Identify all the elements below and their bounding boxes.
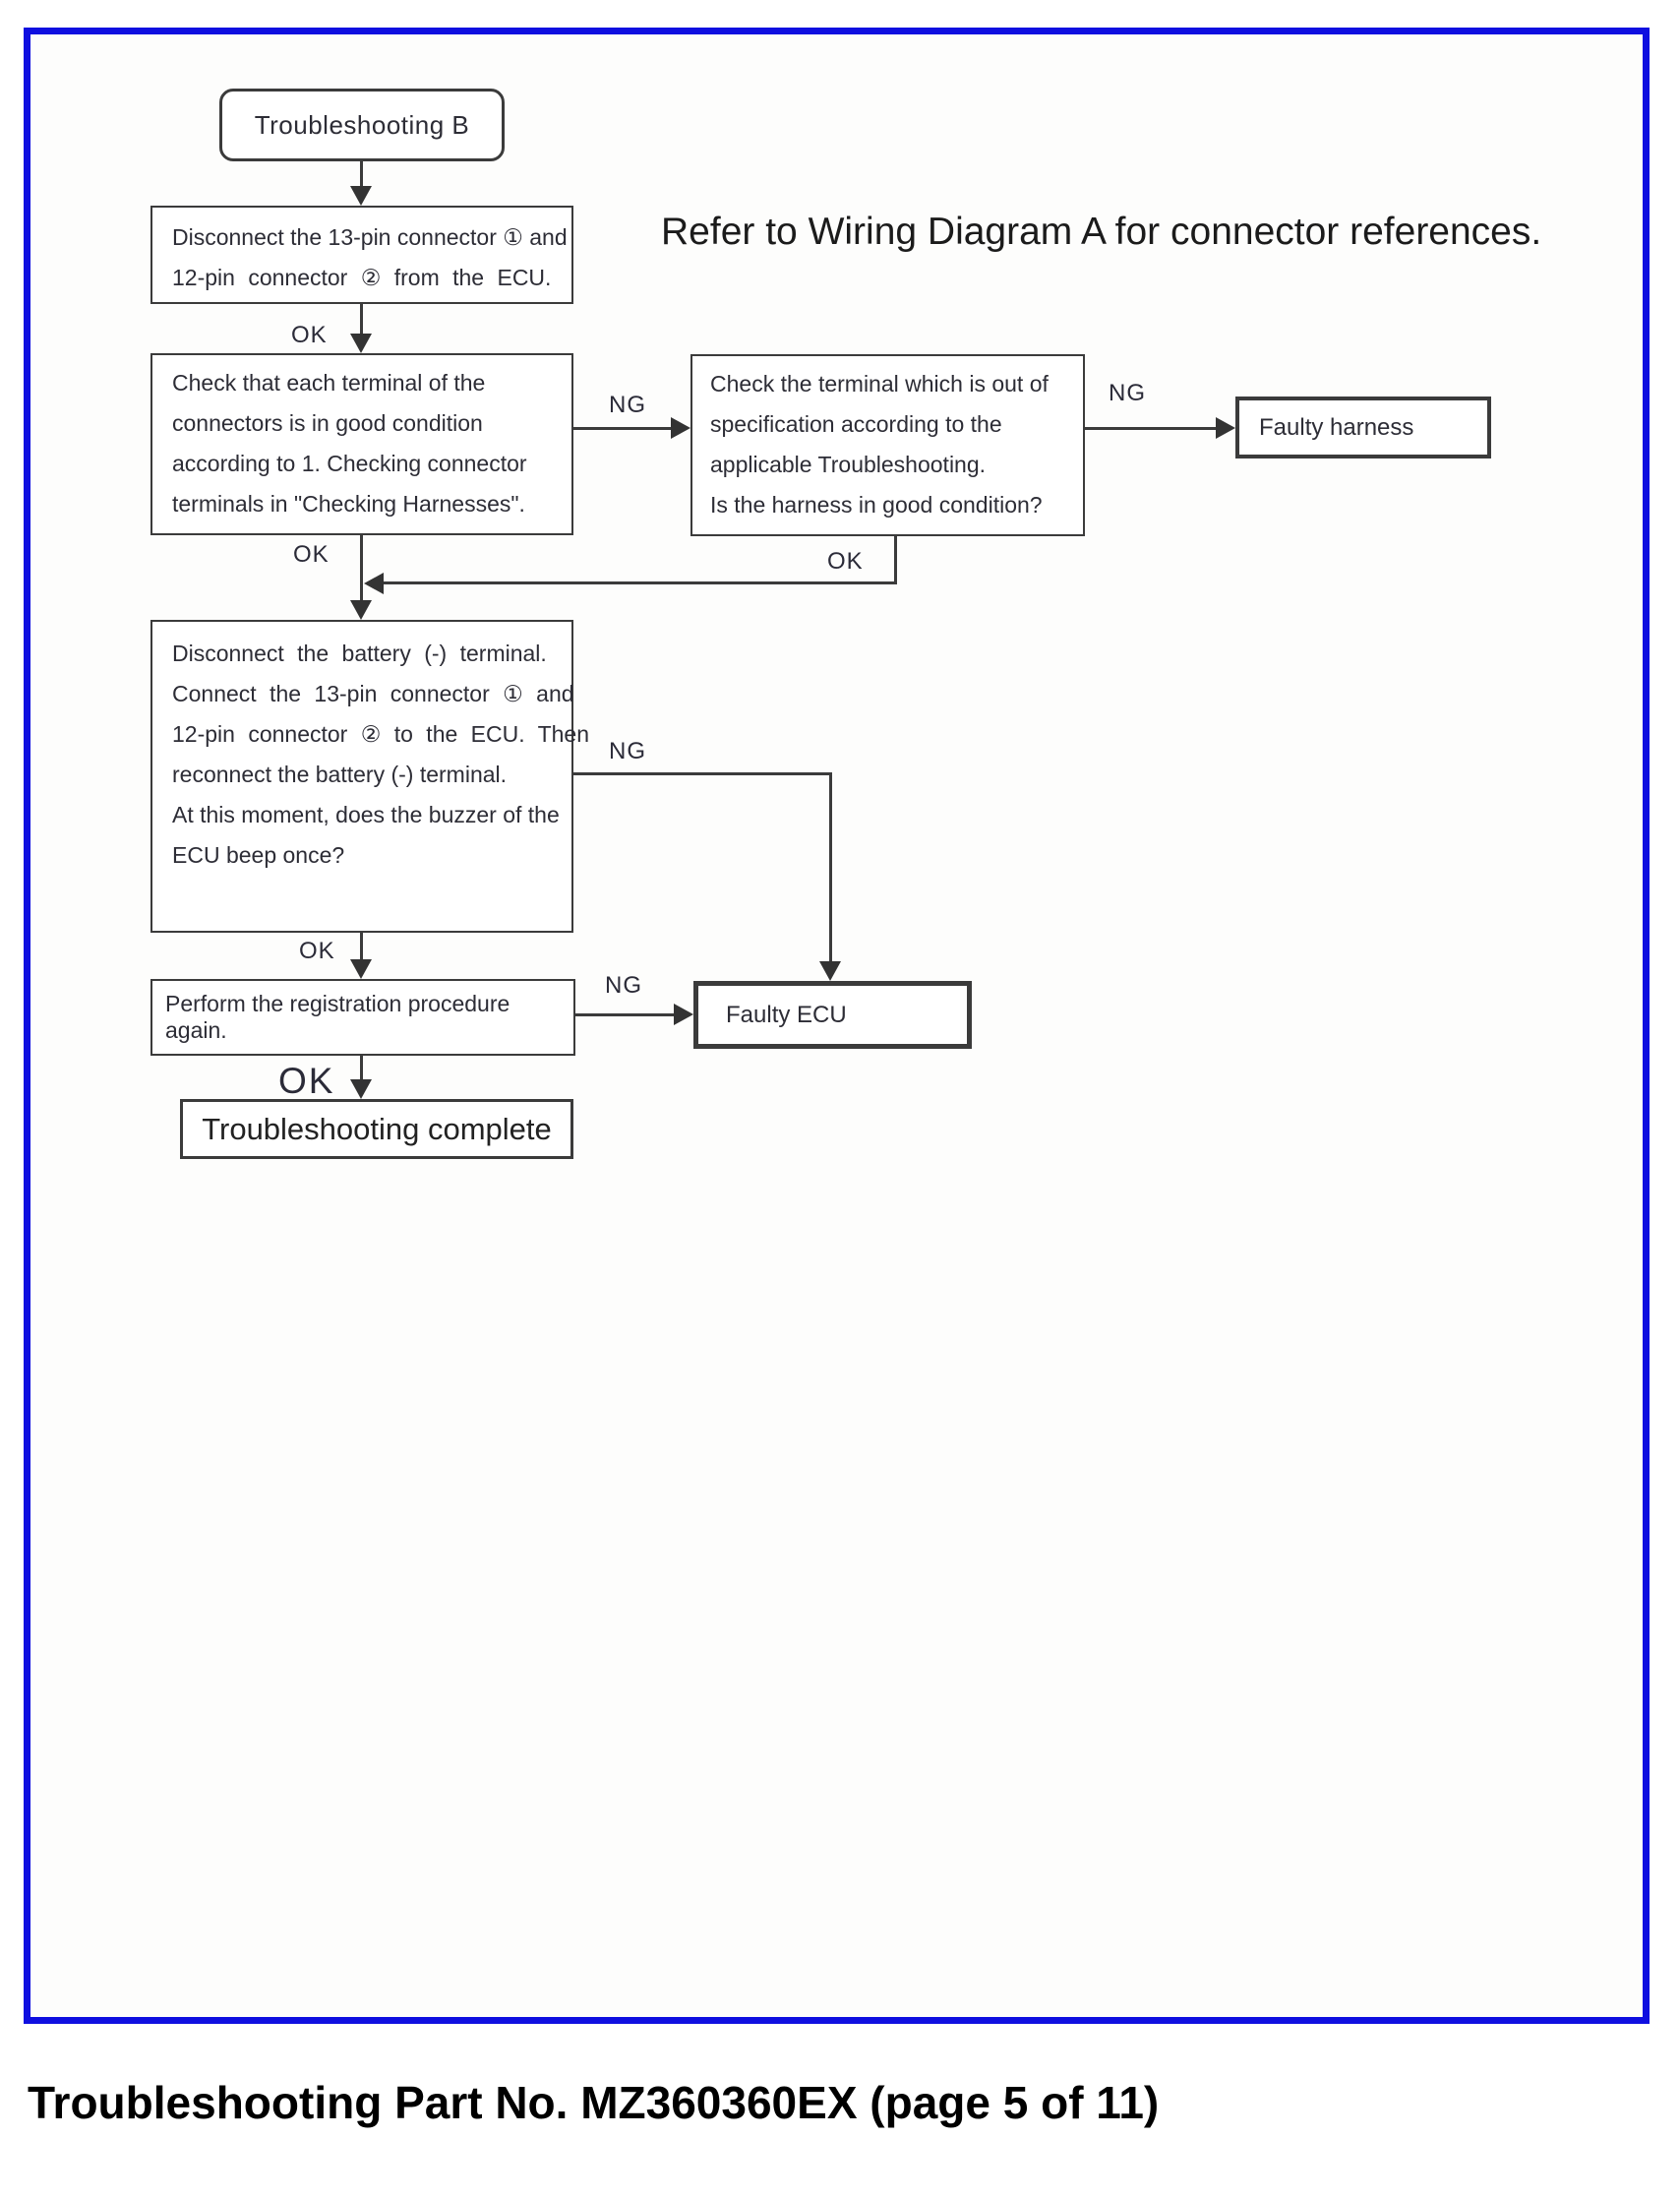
arrowhead-down-icon <box>350 959 372 979</box>
arrowhead-right-icon <box>1216 417 1235 439</box>
connector-line-ng1 <box>573 427 672 430</box>
step-text-line: Check the terminal which is out of <box>710 371 1049 397</box>
result-label: Faulty ECU <box>726 1001 847 1028</box>
step-text-line: At this moment, does the buzzer of the <box>172 802 560 827</box>
ng-label: NG <box>609 392 646 418</box>
step-text-line: connectors is in good condition <box>172 410 483 436</box>
ng-label: NG <box>605 972 642 999</box>
step-text-line: Disconnect the 13-pin connector ① and <box>172 224 568 250</box>
arrowhead-right-icon <box>671 417 690 439</box>
connector-line-ng2 <box>1085 427 1217 430</box>
wiring-diagram-note: Refer to Wiring Diagram A for connector … <box>661 211 1542 253</box>
result-complete: Troubleshooting complete <box>180 1099 573 1159</box>
connector-line-ng4 <box>575 1013 674 1016</box>
step-text-line: terminals in "Checking Harnesses". <box>172 491 525 517</box>
connector-line-ok4 <box>360 1056 363 1083</box>
result-label: Troubleshooting complete <box>202 1111 552 1146</box>
step-text-line: specification according to the <box>710 411 1002 437</box>
page-caption: Troubleshooting Part No. MZ360360EX (pag… <box>28 2077 1160 2128</box>
arrowhead-down-icon <box>350 1079 372 1099</box>
arrowhead-down-icon <box>819 961 841 981</box>
step-battery-buzzer: Disconnect the battery (-) terminal. Con… <box>150 620 590 933</box>
step-text-line: Disconnect the battery (-) terminal. <box>172 641 547 666</box>
ok-label: OK <box>299 938 335 964</box>
step-text-line: Connect the 13-pin connector ① and <box>172 681 574 706</box>
result-label: Faulty harness <box>1259 413 1414 441</box>
connector-line-ng3-h <box>572 772 832 775</box>
step-text-line: Check that each terminal of the <box>172 370 486 396</box>
step-text-line: Perform the registration procedure again… <box>165 991 510 1043</box>
arrowhead-down-icon <box>350 600 372 620</box>
ng-label: NG <box>609 738 646 764</box>
step-text-line: Is the harness in good condition? <box>710 492 1043 518</box>
connector-line-ok3 <box>360 933 363 962</box>
ok-label: OK <box>827 548 864 575</box>
step-check-terminals: Check that each terminal of the connecto… <box>150 353 573 535</box>
connector-line-start <box>360 159 363 189</box>
result-faulty-ecu: Faulty ECU <box>693 981 972 1049</box>
arrowhead-down-icon <box>350 334 372 353</box>
step-text-line: applicable Troubleshooting. <box>710 452 987 477</box>
step-disconnect-connectors: Disconnect the 13-pin connector ① and 12… <box>150 206 573 304</box>
step-text-line: 12-pin connector ② from the ECU. <box>172 265 552 290</box>
arrowhead-right-icon <box>674 1004 693 1025</box>
step-check-spec: Check the terminal which is out of speci… <box>690 354 1085 536</box>
result-faulty-harness: Faulty harness <box>1235 397 1491 458</box>
step-text-line: ECU beep once? <box>172 842 345 868</box>
arrowhead-left-icon <box>364 573 384 594</box>
connector-line-ok1 <box>360 303 363 336</box>
step-text-line: according to 1. Checking connector <box>172 451 527 476</box>
connector-line-ng3-v <box>829 772 832 964</box>
ok-label: OK <box>278 1061 335 1101</box>
step-text-line: reconnect the battery (-) terminal. <box>172 762 508 787</box>
ng-label: NG <box>1109 380 1146 406</box>
arrowhead-down-icon <box>350 186 372 206</box>
ok-label: OK <box>291 322 328 348</box>
connector-line-ok-return-v <box>894 536 897 584</box>
flow-start-node: Troubleshooting B <box>219 89 505 161</box>
connector-line-ok2 <box>360 534 363 603</box>
step-registration: Perform the registration procedure again… <box>150 979 575 1056</box>
flow-start-label: Troubleshooting B <box>254 109 470 140</box>
step-text-line: 12-pin connector ② to the ECU. Then <box>172 721 590 747</box>
connector-line-ok-return-h <box>382 581 897 584</box>
ok-label: OK <box>293 541 330 568</box>
